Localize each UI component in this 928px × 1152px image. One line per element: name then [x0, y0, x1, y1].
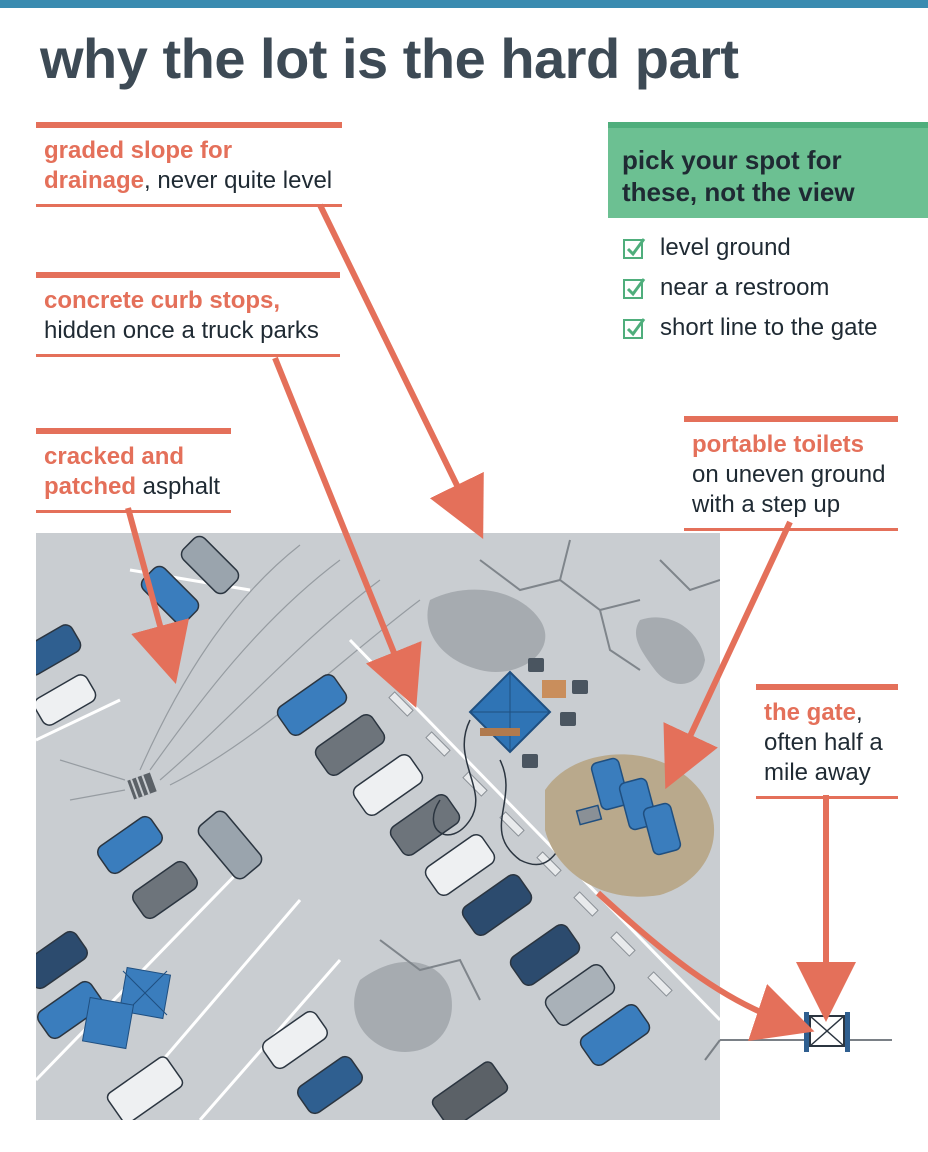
checklist-item: level ground: [608, 228, 928, 268]
canopy-tent-icon: [468, 670, 552, 754]
checklist-item-label: short line to the gate: [660, 314, 878, 341]
callout-asphalt-highlight: cracked and patched: [44, 443, 185, 500]
callout-toilets-highlight: portable toilets: [692, 431, 865, 458]
page-title: why the lot is the hard part: [40, 27, 739, 90]
checklist-item-label: level ground: [660, 234, 791, 261]
callout-slope-highlight: graded slope for drainage: [44, 137, 233, 194]
callout-gate-text: , often half a mile away: [764, 699, 883, 786]
callout-arrows: [125, 203, 856, 1041]
camp-chairs: [522, 658, 588, 768]
callout-curb: concrete curb stops, hidden once a truck …: [36, 272, 340, 357]
checkbox-checked-icon: [623, 238, 646, 259]
callout-curb-text: hidden once a truck parks: [44, 317, 319, 344]
callout-gate: the gate, often half a mile away: [756, 684, 898, 799]
perimeter-fence: [704, 1039, 892, 1061]
checklist-item-label: near a restroom: [660, 274, 830, 301]
storm-drain-icon: [127, 772, 157, 800]
top-accent-bar: [0, 0, 928, 8]
asphalt-patch: [427, 589, 546, 672]
canopy-tent-icon: [81, 966, 172, 1050]
checklist-panel: pick your spot for these, not the view l…: [608, 122, 928, 348]
gate-icon: [804, 1012, 850, 1052]
checkbox-checked-icon: [623, 278, 646, 299]
asphalt-cracks: [379, 539, 720, 1001]
callout-slope-text: , never quite level: [144, 167, 333, 194]
callout-curb-highlight: concrete curb stops,: [44, 287, 281, 314]
callout-toilets: portable toilets on uneven ground with a …: [684, 416, 898, 531]
drainage-flow-lines: [59, 544, 421, 801]
checklist-item: short line to the gate: [608, 308, 928, 348]
callout-toilets-text: on uneven ground with a step up: [692, 461, 886, 518]
checklist-heading: pick your spot for these, not the view: [608, 122, 928, 218]
parked-cars: [36, 535, 651, 1120]
asphalt-patch: [354, 961, 452, 1052]
callout-asphalt: cracked and patched asphalt: [36, 428, 231, 513]
callout-asphalt-text: asphalt: [136, 473, 221, 500]
checkbox-checked-icon: [623, 318, 646, 339]
callout-slope: graded slope for drainage, never quite l…: [36, 122, 342, 207]
callout-gate-highlight: the gate: [764, 699, 857, 726]
checklist-item: near a restroom: [608, 268, 928, 308]
asphalt-patch: [635, 617, 705, 684]
portable-toilet-icon: [575, 757, 682, 856]
